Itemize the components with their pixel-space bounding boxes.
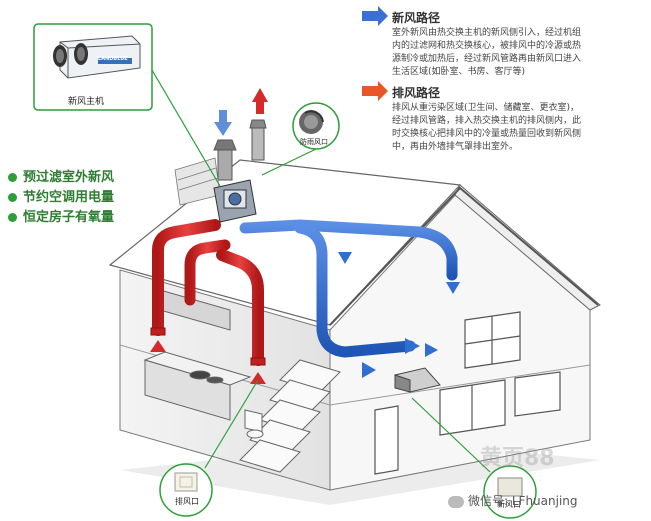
bullet-icon [8, 213, 17, 222]
benefit-item-2: 节约空调用电量 [8, 186, 114, 205]
legend-arrow-exhaust [362, 81, 388, 101]
chimney [174, 157, 221, 206]
exhaust-vent-label: 排风口 [175, 497, 199, 506]
unit-label: 新风主机 [68, 97, 105, 107]
toilet [244, 409, 264, 439]
benefit-item-1: 预过滤室外新风 [8, 166, 114, 185]
bullet-icon [8, 193, 17, 202]
incoming-fresh-arrow [214, 110, 232, 136]
legend-arrow-fresh [362, 6, 388, 26]
heat-exchange-unit-center [213, 179, 257, 223]
exhaust-path-description: 排风从重污染区域(卫生间、储藏室、更衣室)， 经过排风管路，排入热交换主机的排风… [392, 103, 582, 152]
exhaust-arrows [150, 88, 268, 384]
watermark-wechat: 微信号: LFhuanjing [448, 492, 578, 509]
rain-hood-callout-shape [261, 102, 340, 176]
exhaust-ducts [152, 219, 264, 366]
unit-callout-box [33, 23, 221, 187]
fresh-vent-label: 新风口 [497, 500, 521, 509]
unit-brand-text: LANDBLUE [98, 56, 128, 62]
benefit-item-3: 恒定房子有氧量 [8, 206, 114, 225]
fresh-air-ducts [239, 219, 458, 358]
exhaust-path-title: 排风路径 [392, 86, 441, 100]
wechat-icon [448, 495, 464, 508]
rain-hood-label: 防雨风口 [300, 138, 328, 146]
exterior-exhaust-hood [394, 367, 441, 393]
watermark-site: 黄页88 [480, 446, 555, 471]
windows [374, 311, 561, 475]
fresh-vent-callout-shape [411, 397, 537, 519]
fresh-air-arrows [338, 252, 460, 378]
fresh-air-path-title: 新风路径 [392, 11, 441, 25]
exhaust-vent-callout-shape [159, 379, 259, 517]
bullet-icon [8, 173, 17, 182]
fresh-air-path-description: 室外新风由热交换主机的新风侧引入，经过机组 内的过滤网和热交换核心，被排风中的冷… [392, 28, 582, 77]
roof-vents [213, 119, 267, 181]
stairs [239, 359, 341, 473]
